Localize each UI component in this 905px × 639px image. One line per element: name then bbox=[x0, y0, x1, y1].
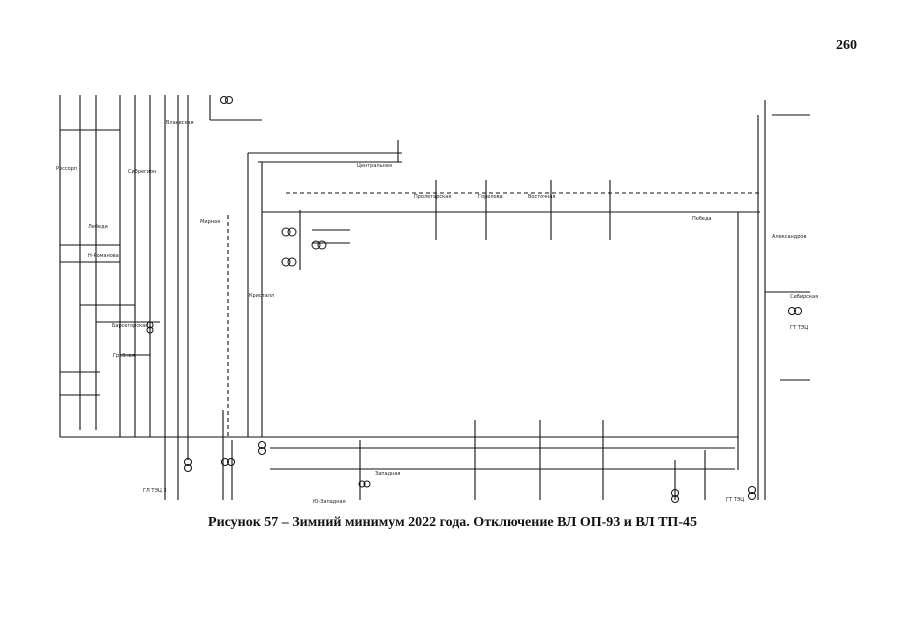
transformer-1 bbox=[281, 227, 297, 237]
label-gl-tets-3: ГЛ ТЭЦ 3 bbox=[143, 488, 167, 494]
caption-text: Рисунок 57 – Зимний минимум 2022 года. О… bbox=[208, 515, 697, 530]
label-gt-tets: ГТ ТЭЦ bbox=[726, 497, 744, 503]
transformer-7 bbox=[258, 441, 266, 455]
label-lebedi: Лебеди bbox=[88, 224, 108, 230]
transformer-4 bbox=[220, 96, 233, 104]
page-number: 260 bbox=[836, 38, 857, 53]
label-gorelova: Горелова bbox=[478, 194, 503, 200]
label-vlaevskaya: Влаевская bbox=[166, 120, 194, 126]
label-sibirskaya: Сибирская bbox=[790, 294, 818, 300]
transformer-11 bbox=[788, 307, 802, 315]
transformer-3 bbox=[311, 240, 327, 250]
label-aleksandrov: Александров bbox=[772, 234, 806, 240]
transformer-5 bbox=[184, 458, 192, 472]
label-centralnaya: Центральная bbox=[357, 163, 392, 169]
transformer-10 bbox=[748, 486, 756, 500]
label-l-romanova: Н-Романова bbox=[88, 253, 119, 259]
label-rosscorp: Россорп bbox=[56, 166, 77, 172]
label-mirnaya: Мирная bbox=[200, 219, 220, 225]
label-sibregion: Сибрегион bbox=[128, 169, 156, 175]
figure-caption: Рисунок 57 – Зимний минимум 2022 года. О… bbox=[0, 515, 905, 531]
label-grebnaya: Гребная bbox=[113, 353, 135, 359]
label-proletarskaya: Пролетарская bbox=[414, 194, 451, 200]
label-zapadnaya: Западная bbox=[375, 471, 400, 477]
label-yu-zapadnaya: Ю-Западная bbox=[313, 499, 346, 505]
transformer-12 bbox=[146, 321, 154, 334]
transformer-9 bbox=[671, 489, 679, 503]
label-barsegorskaya: Барсегорская bbox=[112, 323, 148, 329]
label-kristall: Кристалл bbox=[249, 293, 274, 299]
transformer-8 bbox=[358, 480, 371, 488]
single-line-diagram: Центральная Влаевская Пролетарская Горел… bbox=[56, 95, 818, 505]
label-vostochnaya: Восточная bbox=[528, 194, 556, 200]
transformer-2 bbox=[281, 257, 297, 267]
diagram-svg: Центральная Влаевская Пролетарская Горел… bbox=[56, 95, 818, 505]
label-pobeda: Победа bbox=[692, 216, 712, 222]
transformer-6 bbox=[221, 458, 235, 466]
label-gt-tets-2: ГТ ТЭЦ bbox=[790, 325, 808, 331]
